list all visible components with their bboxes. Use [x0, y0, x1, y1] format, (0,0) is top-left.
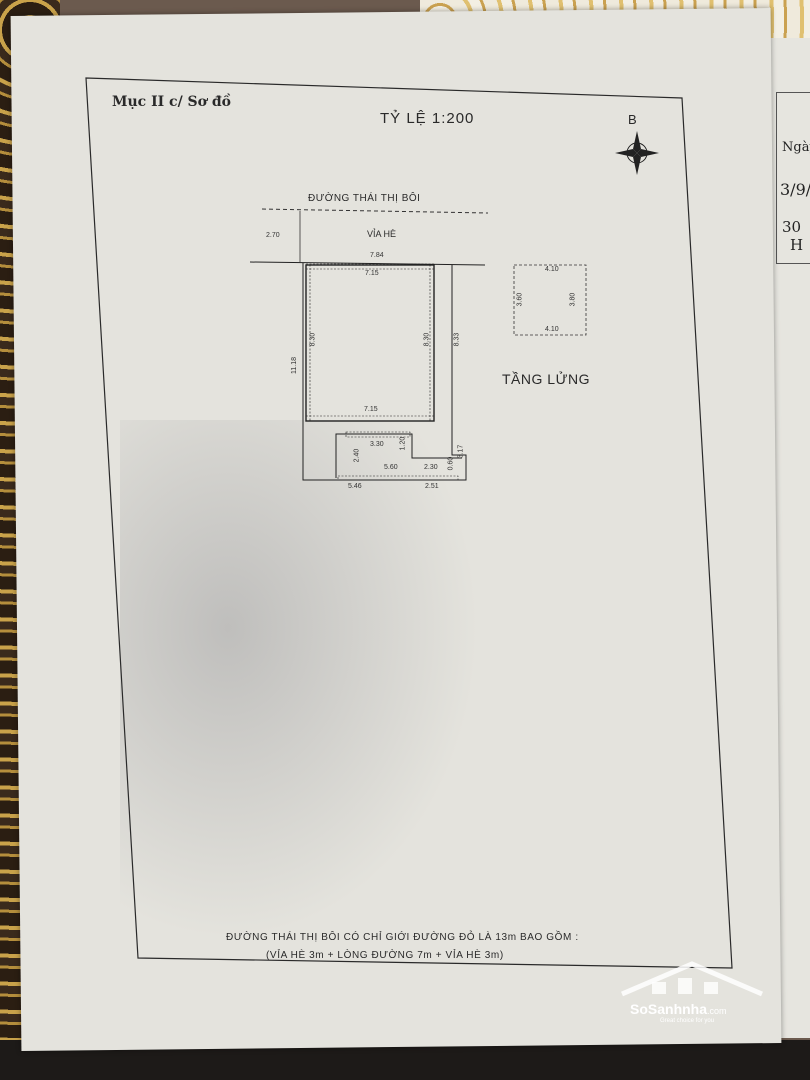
street-line	[261, 208, 489, 214]
next-page-table	[776, 92, 810, 264]
rear-annex	[335, 433, 462, 478]
next-page-header: Ngày	[782, 140, 810, 155]
dim-front-inner: 7.15	[365, 270, 379, 277]
dim-setback: 2.70	[266, 232, 280, 239]
dim-rear-f: 0.60	[447, 456, 455, 471]
dim-bottom-left: 5.46	[348, 483, 362, 490]
north-label: B	[628, 112, 637, 127]
next-page-line2: 30	[782, 218, 802, 236]
dim-inset-left: 3.60	[516, 292, 524, 307]
north-arrow-icon	[615, 131, 659, 175]
floor-label: TẦNG LỬNG	[502, 371, 591, 387]
sidewalk-label: VỈA HÈ	[367, 229, 397, 239]
dim-right-total: 8.33	[453, 332, 461, 347]
dim-front-total: 7.84	[370, 252, 384, 259]
street-label: ĐƯỜNG THÁI THỊ BÔI	[308, 193, 421, 204]
lot-outline	[302, 263, 467, 481]
next-page-line3: H	[790, 236, 804, 254]
next-page-line1: 3/9/	[780, 180, 810, 199]
dim-inset-bottom: 4.10	[545, 326, 559, 333]
dim-bottom-right: 2.51	[425, 483, 439, 490]
dim-back-inner: 7.15	[364, 406, 378, 413]
dim-inset-right: 3.80	[569, 292, 577, 307]
dim-rear-e: 2.30	[424, 464, 438, 471]
dim-rear-b: 1.20	[399, 436, 407, 451]
photo-shadow	[120, 420, 480, 940]
dim-left-total: 11.18	[291, 357, 298, 374]
watermark-name: SoSanhnha.com	[630, 1001, 727, 1017]
dim-left-inner: 8.30	[309, 332, 317, 347]
dim-inset-top: 4.10	[545, 266, 559, 273]
red-line-note: ĐƯỜNG THÁI THỊ BÔI CÓ CHỈ GIỚI ĐƯỜNG ĐỎ …	[226, 932, 579, 943]
frontage-line	[249, 261, 486, 266]
dim-rear-g: 3.17	[457, 444, 465, 459]
dim-rear-d: 5.60	[384, 464, 398, 471]
mezzanine-room	[305, 264, 435, 422]
scale-label: TỶ LỆ 1:200	[380, 110, 475, 127]
watermark-tagline: Great choice for you	[660, 1018, 715, 1024]
section-heading: Mục II c/ Sơ đồ	[112, 94, 232, 110]
dim-rear-a: 3.30	[370, 441, 384, 448]
red-line-breakdown: (VỈA HÈ 3m + LÒNG ĐƯỜNG 7m + VỈA HÈ 3m)	[266, 950, 504, 961]
dim-rear-c: 2.40	[353, 448, 361, 463]
document-frame	[85, 77, 733, 969]
dim-right-inner: 8.30	[423, 332, 431, 347]
inset-parcel	[513, 264, 587, 336]
watermark-logo-icon	[621, 961, 763, 997]
